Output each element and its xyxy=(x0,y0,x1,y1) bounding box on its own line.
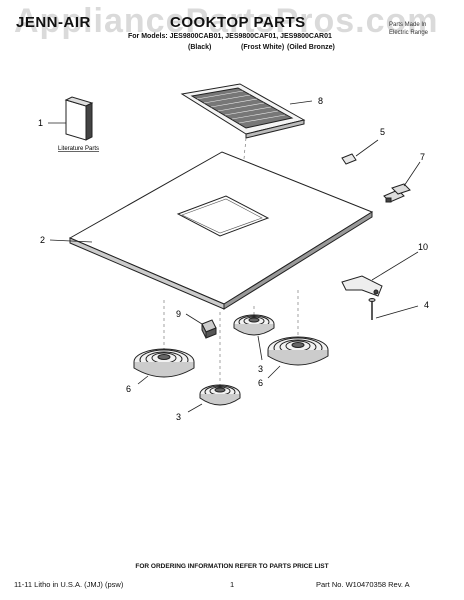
callout-1: 1 xyxy=(38,118,43,128)
leader-4 xyxy=(375,305,419,319)
leader-5 xyxy=(355,139,379,157)
large-element-left xyxy=(133,348,195,378)
ordering-info: FOR ORDERING INFORMATION REFER TO PARTS … xyxy=(135,563,329,570)
leader-9 xyxy=(185,313,203,325)
leader-7 xyxy=(403,161,421,187)
callout-6-right: 6 xyxy=(258,378,263,388)
callout-5: 5 xyxy=(380,127,385,137)
callout-2: 2 xyxy=(40,235,45,245)
leader-6b xyxy=(267,365,281,379)
leader-3a xyxy=(257,335,263,361)
callout-10: 10 xyxy=(418,242,428,252)
callout-7: 7 xyxy=(420,152,425,162)
literature-label: Literature Parts xyxy=(58,146,99,152)
badge-line-2: Electric Range xyxy=(389,30,429,36)
clip-part xyxy=(341,153,357,165)
brand-logo: JENN-AIR xyxy=(16,14,91,31)
small-element-lower xyxy=(199,384,241,406)
variant-oiled-bronze: (Oiled Bronze) xyxy=(287,44,335,51)
literature-booklet xyxy=(64,96,94,141)
header-badge: Parts Made In Electric Range xyxy=(389,21,428,37)
litho-info: 11-11 Litho in U.S.A. (JMJ) (psw) xyxy=(14,580,124,589)
callout-8: 8 xyxy=(318,96,323,106)
large-element-right xyxy=(267,336,329,366)
screw-part xyxy=(368,298,376,320)
callout-3-lower: 3 xyxy=(176,412,181,422)
page-number: 1 xyxy=(230,580,235,589)
switch-block xyxy=(201,319,217,339)
callout-4: 4 xyxy=(424,300,429,310)
variant-black: (Black) xyxy=(188,44,212,51)
cooktop-glass xyxy=(68,151,374,310)
variant-frost-white: (Frost White) xyxy=(241,44,285,51)
badge-line-1: Parts Made In xyxy=(389,22,427,28)
leader-10 xyxy=(371,251,419,281)
vent-grille xyxy=(180,83,306,139)
leader-3b xyxy=(187,403,203,413)
callout-9: 9 xyxy=(176,309,181,319)
harness-bracket xyxy=(341,275,383,297)
leader-6a xyxy=(137,375,149,385)
small-element-upper xyxy=(233,314,275,336)
leader-2 xyxy=(49,239,93,243)
leader-8 xyxy=(289,100,313,105)
page-title: COOKTOP PARTS xyxy=(170,14,306,31)
callout-6-left: 6 xyxy=(126,384,131,394)
part-number: Part No. W10470358 Rev. A xyxy=(316,580,410,589)
callout-3-upper: 3 xyxy=(258,364,263,374)
model-list: For Models: JES9800CAB01, JES9800CAF01, … xyxy=(128,33,332,40)
bracket-part xyxy=(383,183,411,203)
